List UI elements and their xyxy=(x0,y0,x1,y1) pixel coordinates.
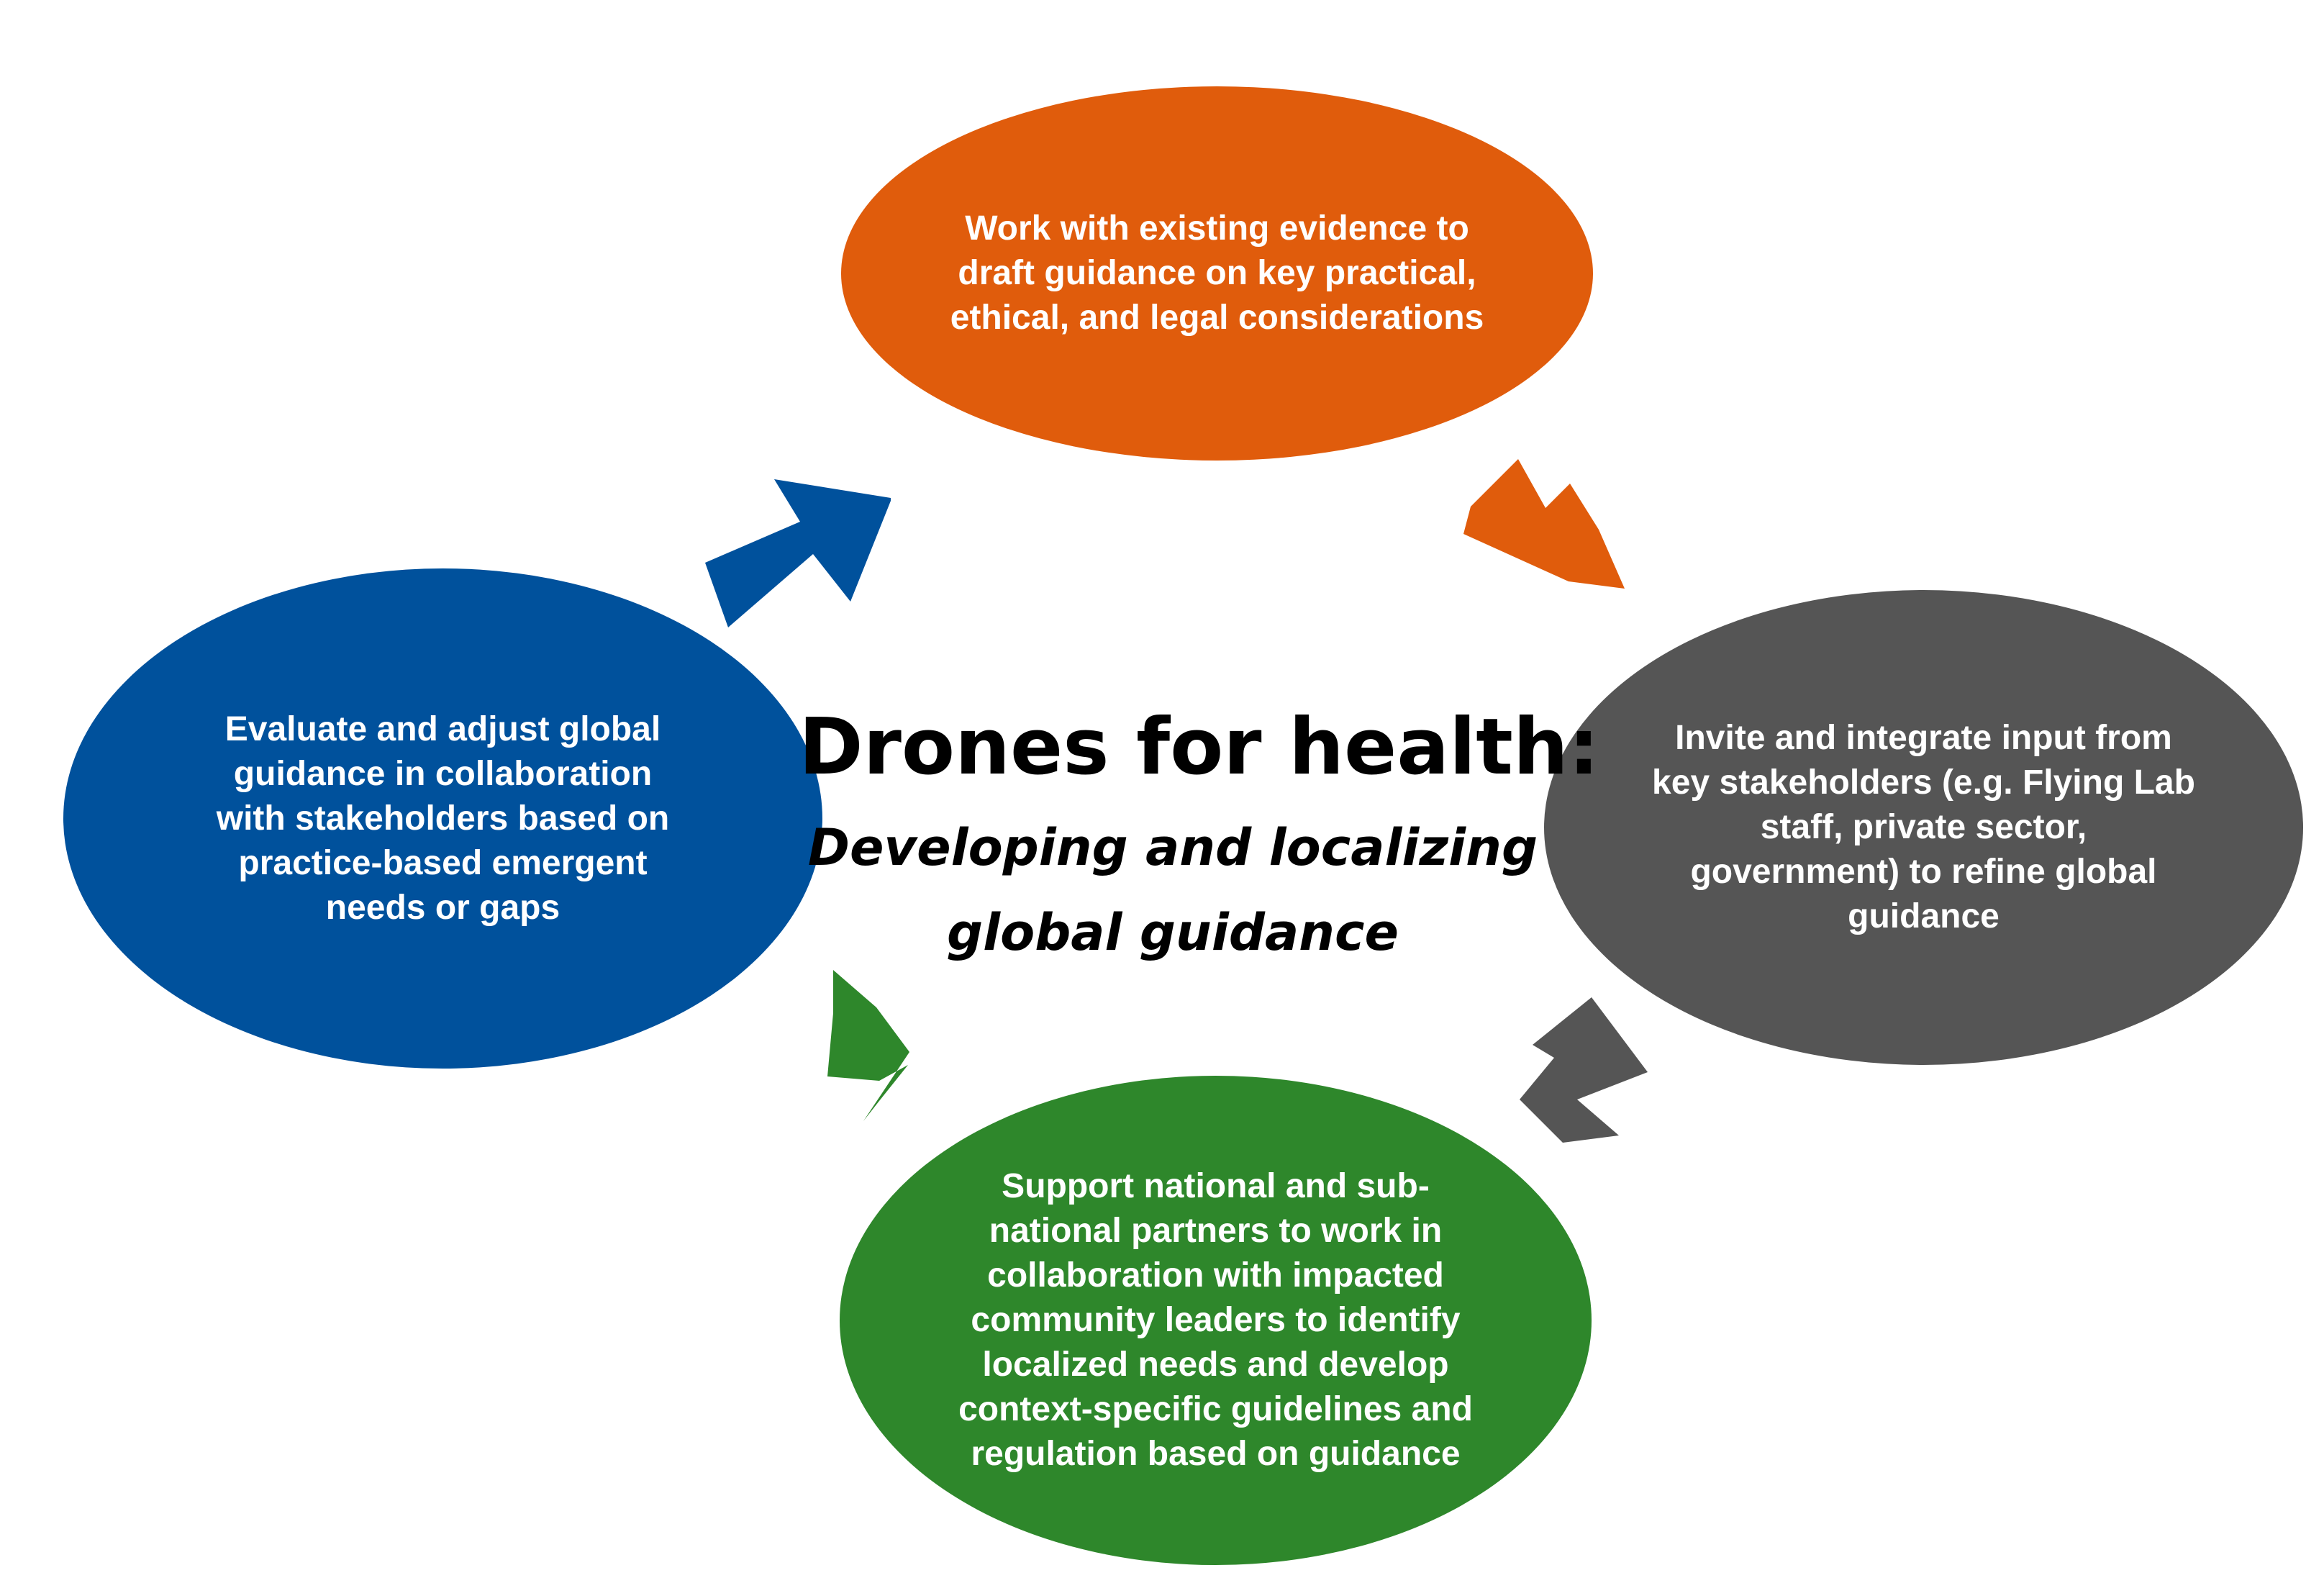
arrow-green-shape xyxy=(827,970,909,1121)
title-subtitle: Developing and localizing global guidanc… xyxy=(807,818,1538,962)
node-evaluate-adjust: Evaluate and adjust global guidance in c… xyxy=(63,568,822,1069)
arrow-blue-shape xyxy=(705,479,891,627)
arrow-left-to-top-icon xyxy=(705,479,891,627)
node-stakeholder-input-text: Invite and integrate input from key stak… xyxy=(1652,719,2195,935)
arrow-bottom-to-left-icon xyxy=(827,970,909,1121)
node-stakeholder-input: Invite and integrate input from key stak… xyxy=(1544,590,2303,1065)
node-evaluate-adjust-text: Evaluate and adjust global guidance in c… xyxy=(216,709,670,927)
node-draft-guidance: Work with existing evidence to draft gui… xyxy=(841,86,1593,461)
arrow-top-to-right-icon xyxy=(1463,459,1625,589)
node-draft-guidance-text: Work with existing evidence to draft gui… xyxy=(950,209,1484,337)
center-title: Drones for health: Developing and locali… xyxy=(799,702,1599,975)
arrow-right-to-bottom-icon xyxy=(1520,997,1648,1143)
arrow-orange-shape xyxy=(1463,459,1625,589)
arrow-gray-shape xyxy=(1520,997,1648,1143)
node-support-partners-text: Support national and sub- national partn… xyxy=(958,1167,1473,1473)
title-main: Drones for health: xyxy=(799,702,1599,792)
node-support-partners: Support national and sub- national partn… xyxy=(840,1076,1592,1565)
